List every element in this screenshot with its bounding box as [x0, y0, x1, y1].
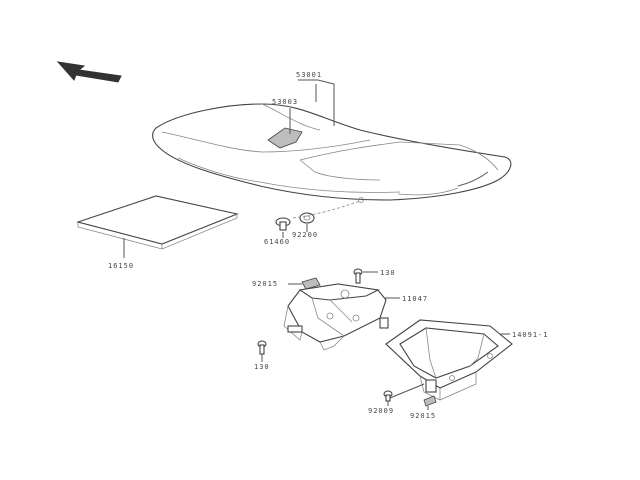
label-frame-pad: 92015 [410, 412, 436, 420]
label-frame-clip: 92009 [368, 407, 394, 415]
frame-pad[interactable] [423, 395, 437, 407]
bracket-bolt-top[interactable] [353, 268, 363, 284]
seat[interactable] [152, 103, 512, 203]
label-bracket-pad: 92015 [252, 280, 278, 288]
seat-washer[interactable] [299, 212, 315, 224]
label-seat: 53001 [296, 71, 322, 79]
label-bracket-bolt-left: 130 [254, 363, 270, 371]
bracket-pad[interactable] [301, 277, 321, 290]
label-seat-bracket: 11047 [402, 295, 428, 303]
seat-clip[interactable] [267, 127, 303, 149]
seat-frame[interactable] [385, 319, 513, 401]
label-tray: 16150 [108, 262, 134, 270]
frame-clip[interactable] [383, 390, 393, 402]
label-seat-washer: 92200 [292, 231, 318, 239]
seat-bracket[interactable] [283, 283, 389, 351]
label-bracket-bolt-top: 130 [380, 269, 396, 277]
front-direction-arrow-icon [56, 61, 122, 83]
label-seat-lock-bolt: 61460 [264, 238, 290, 246]
label-seat-clip: 53003 [272, 98, 298, 106]
seat-lock-bolt[interactable] [275, 217, 291, 231]
label-frame: 14091-1 [512, 331, 549, 339]
bracket-bolt-left[interactable] [257, 340, 267, 355]
storage-tray[interactable] [76, 195, 239, 250]
